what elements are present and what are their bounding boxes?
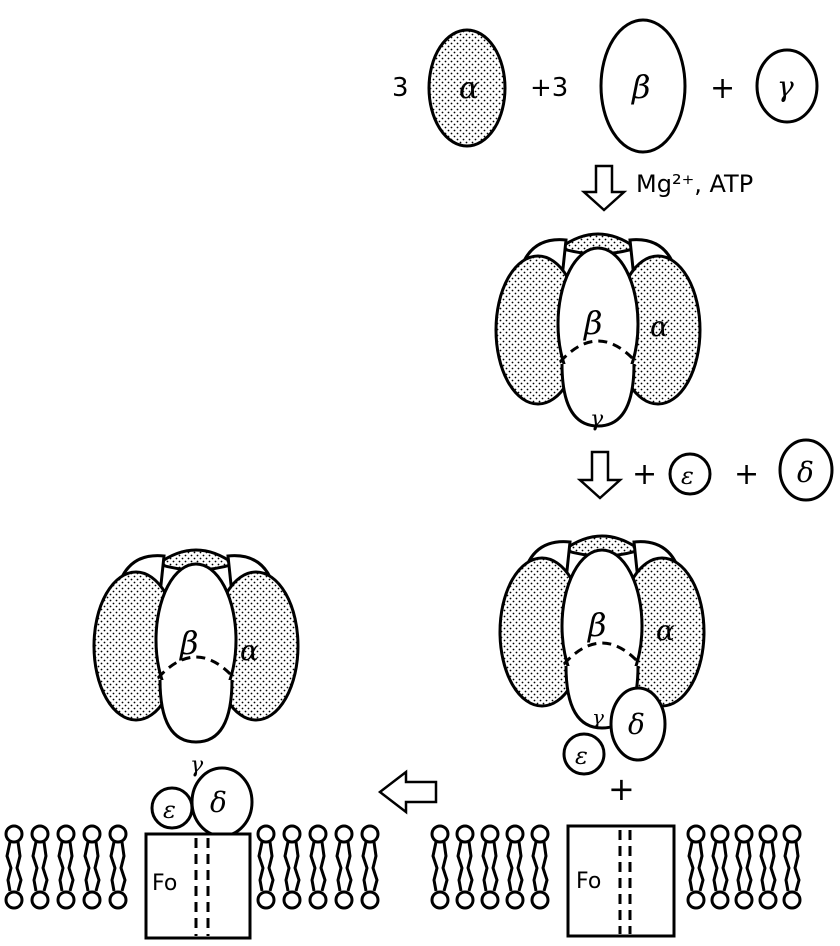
- plus-sign-epsilon: +: [632, 457, 657, 492]
- reaction-subunits-row: 3 α +3 β + γ: [392, 20, 817, 152]
- fo-label-left: Fo: [152, 871, 177, 896]
- down-arrow-icon: [580, 452, 620, 498]
- membrane-right: Fo: [432, 826, 800, 936]
- complex1-alpha-label: α: [650, 310, 669, 343]
- f1-complex-right: β α γ ε δ: [500, 536, 704, 774]
- plus-sign-delta: +: [734, 457, 759, 492]
- left-arrow-icon: [380, 772, 436, 812]
- alpha-label: α: [459, 71, 479, 106]
- epsilon-label: ε: [681, 462, 694, 490]
- down-arrow-icon: [584, 166, 624, 210]
- plus-sign-fo: +: [608, 770, 635, 808]
- complex2-alpha-label: α: [656, 614, 675, 647]
- complex3-beta-label: β: [179, 624, 199, 662]
- arrow-step-2: + ε + δ: [580, 440, 832, 500]
- beta-coefficient: +3: [530, 73, 568, 103]
- complex3-delta-label: δ: [210, 786, 227, 819]
- complex2-gamma-label: γ: [592, 705, 604, 729]
- plus-sign-gamma: +: [710, 71, 735, 106]
- complex2-epsilon-label: ε: [575, 742, 588, 770]
- delta-label: δ: [797, 456, 814, 489]
- complex1-gamma-label: γ: [590, 407, 604, 432]
- alpha-coefficient: 3: [392, 73, 409, 103]
- fo-label-right: Fo: [576, 869, 601, 894]
- complex2-beta-label: β: [587, 606, 607, 644]
- membrane-left: Fo: [6, 826, 378, 938]
- beta-label: β: [631, 68, 651, 106]
- complex3-epsilon-label: ε: [163, 796, 176, 824]
- complex3-alpha-label: α: [240, 634, 259, 667]
- f1-complex-left: β α γ ε δ: [94, 550, 298, 836]
- arrow-step-1: Mg²⁺, ATP: [584, 166, 753, 210]
- complex2-delta-label: δ: [628, 708, 645, 741]
- complex1-beta-label: β: [583, 304, 603, 342]
- alpha3-beta3-gamma-complex: β α γ: [496, 234, 700, 432]
- step1-conditions: Mg²⁺, ATP: [636, 170, 753, 198]
- complex3-gamma-label: γ: [190, 753, 204, 778]
- gamma-label: γ: [777, 70, 794, 103]
